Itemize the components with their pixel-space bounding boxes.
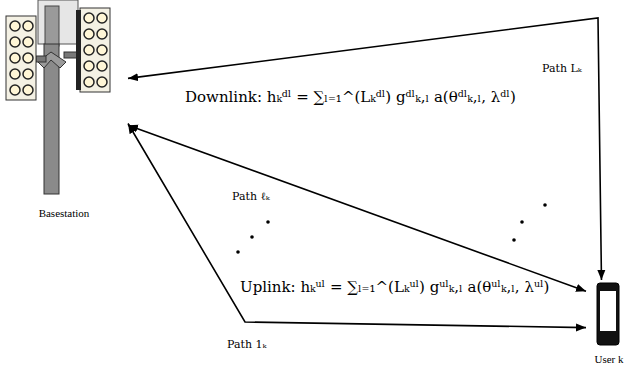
antenna-element xyxy=(23,53,33,63)
ellipsis-dot xyxy=(236,250,240,254)
antenna-panel-edge xyxy=(76,10,81,90)
antenna-element xyxy=(97,45,107,55)
basestation-node: Basestation xyxy=(0,0,128,220)
phone-body xyxy=(597,283,619,345)
antenna-element xyxy=(84,61,94,71)
antenna-element xyxy=(97,61,107,71)
antenna-element xyxy=(10,21,20,31)
antenna-element xyxy=(84,45,94,55)
antenna-element xyxy=(84,13,94,23)
antenna-panel xyxy=(6,16,36,100)
antenna-element xyxy=(23,69,33,79)
antenna-element xyxy=(97,13,107,23)
antenna-element xyxy=(10,53,20,63)
ellipsis-dot xyxy=(512,238,516,242)
antenna-panel xyxy=(80,8,110,92)
formula-label: Uplink: hₖᵘˡ = ∑ₗ₌₁^(Lₖᵘˡ) gᵘˡₖ,ₗ a(θᵘˡₖ… xyxy=(240,278,549,296)
tower-pole xyxy=(44,44,59,194)
path-label: Path ℓₖ xyxy=(230,190,272,203)
formula-label: Downlink: hₖᵈˡ = ∑ₗ₌₁^(Lₖᵈˡ) gᵈˡₖ,ₗ a(θᵈ… xyxy=(185,88,516,106)
ellipsis-dot xyxy=(250,235,254,239)
phone-screen xyxy=(600,291,616,331)
node-label: Basestation xyxy=(0,207,128,220)
ellipsis-dot xyxy=(266,220,270,224)
tower-mast-top xyxy=(45,6,59,46)
antenna-element xyxy=(10,85,20,95)
ellipsis-dot xyxy=(520,220,524,224)
propagation-path xyxy=(128,124,586,328)
antenna-element xyxy=(84,77,94,87)
panel-mount xyxy=(36,56,46,62)
user-node: User k xyxy=(586,280,632,366)
antenna-element xyxy=(23,21,33,31)
node-label: User k xyxy=(586,353,632,366)
antenna-element xyxy=(84,29,94,39)
antenna-element xyxy=(10,69,20,79)
propagation-path xyxy=(128,125,586,291)
antenna-element xyxy=(97,29,107,39)
antenna-element xyxy=(10,37,20,47)
antenna-element xyxy=(97,77,107,87)
propagation-path xyxy=(128,18,601,280)
antenna-element xyxy=(23,85,33,95)
path-label: Path Lₖ xyxy=(540,62,584,75)
antenna-element xyxy=(23,37,33,47)
path-label: Path 1ₖ xyxy=(225,338,268,351)
ellipsis-dot xyxy=(543,203,547,207)
